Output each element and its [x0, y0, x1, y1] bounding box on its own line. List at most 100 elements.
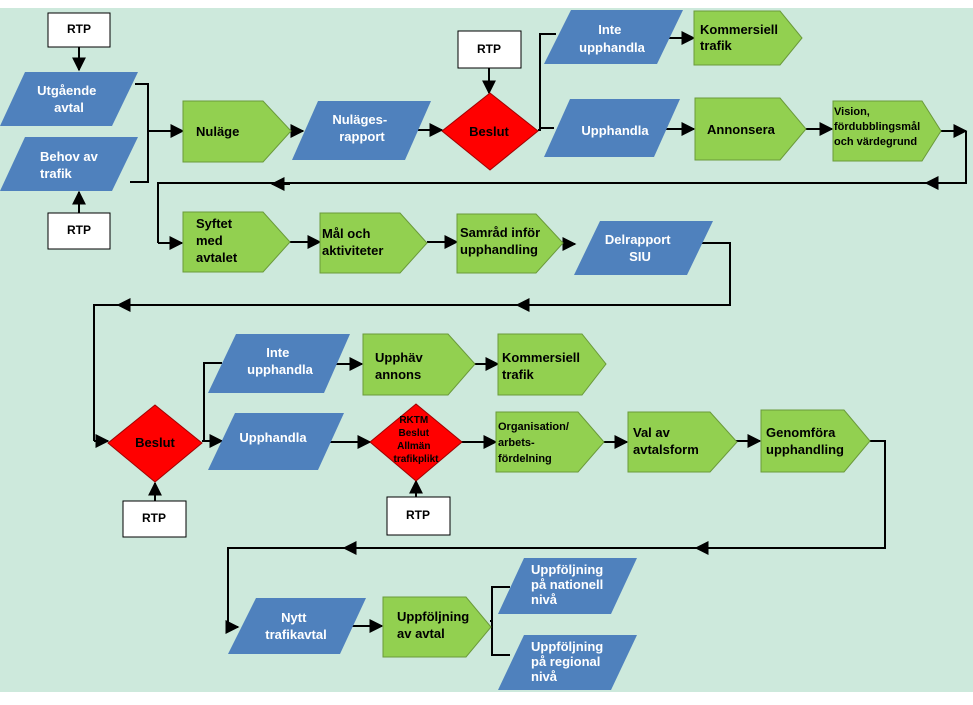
rktm-line2: Beslut — [398, 428, 429, 439]
upphav-line2: annons — [375, 367, 421, 382]
inte-upphandla2-label: Inte upphandla — [247, 344, 313, 377]
syftet-shape — [182, 211, 291, 273]
rtp-label-rktm: RTP — [406, 508, 430, 522]
genomfora-line1: Genomföra — [766, 425, 836, 440]
annonsera-shape — [694, 97, 807, 161]
utgaende-avtal-label: Utgående avtal — [37, 82, 101, 115]
kommersiell1-line2: trafik — [700, 38, 733, 53]
nulage-shape — [182, 100, 292, 163]
nulagesrapport-label: Nuläges- rapport — [332, 111, 391, 144]
mal-line1: Mål och — [322, 226, 370, 241]
nationell-line1: Uppföljning — [531, 562, 603, 577]
beslut2-label: Beslut — [135, 435, 175, 450]
regional-label: Uppföljning på regional nivå — [531, 638, 608, 684]
syftet-line1: Syftet — [196, 216, 233, 231]
inte-upphandla1-label: Inte upphandla — [579, 21, 645, 55]
kommersiell1-shape — [693, 10, 803, 66]
inte-upphandla1-line2: upphandla — [579, 40, 645, 55]
nulagesrapport-line1: Nuläges- — [332, 112, 387, 127]
regional-shape — [498, 635, 637, 690]
nytt-trafikavtal-line2: trafikavtal — [265, 627, 326, 642]
nulagesrapport-line2: rapport — [339, 129, 385, 144]
upphandla2-shape — [208, 413, 344, 470]
upphandla2-label: Upphandla — [239, 430, 307, 445]
samrad-label: Samråd inför upphandling — [460, 224, 545, 257]
rktm-label: RKTM Beslut Allmän trafikplikt — [393, 410, 439, 465]
delrapport-line2: SIU — [629, 249, 651, 264]
vision-line2: fördubblingsmål — [834, 121, 920, 133]
val-line1: Val av — [633, 425, 671, 440]
behov-av-trafik-shape — [0, 137, 138, 191]
behov-av-trafik-line2: trafik — [40, 166, 73, 181]
uppfoljning-avtal-label: Uppföljning av avtal — [397, 608, 474, 641]
utgaende-avtal-shape — [0, 72, 138, 126]
vision-label: Vision, fördubblingsmål och värdegrund — [834, 102, 925, 148]
uppfoljning-avtal-shape — [382, 596, 492, 658]
rtp-box-behov — [47, 212, 111, 250]
behov-av-trafik-line1: Behov av — [40, 149, 99, 164]
kommersiell2-shape — [497, 333, 607, 396]
utgaende-avtal-line1: Utgående — [37, 83, 96, 98]
organisation-line1: Organisation/ — [498, 421, 569, 433]
delrapport-line1: Delrapport — [605, 232, 671, 247]
organisation-shape — [495, 411, 605, 473]
rktm-line4: trafikplikt — [393, 454, 439, 465]
val-line2: avtalsform — [633, 442, 699, 457]
delrapport-shape — [574, 221, 713, 275]
rtp-label-top: RTP — [67, 22, 91, 36]
nationell-shape — [498, 558, 637, 614]
kommersiell2-label: Kommersiell trafik — [502, 349, 585, 382]
uppfoljning-avtal-line1: Uppföljning — [397, 609, 469, 624]
regional-line1: Uppföljning — [531, 639, 603, 654]
organisation-line3: fördelning — [498, 453, 552, 465]
beslut1-diamond — [441, 92, 539, 171]
samrad-line2: upphandling — [460, 242, 538, 257]
upphav-label: Upphäv annons — [375, 349, 427, 382]
syftet-line2: med — [196, 233, 223, 248]
genomfora-label: Genomföra upphandling — [766, 424, 844, 457]
upphav-line1: Upphäv — [375, 350, 423, 365]
connectors — [72, 31, 968, 656]
rktm-line1: RKTM — [399, 415, 428, 426]
inte-upphandla1-line1: Inte — [598, 22, 621, 37]
rtp-label-behov: RTP — [67, 223, 91, 237]
nytt-trafikavtal-label: Nytt trafikavtal — [265, 609, 326, 642]
rtp-label-beslut2: RTP — [142, 511, 166, 525]
mal-label: Mål och aktiviteter — [322, 225, 383, 258]
rtp-label-beslut1: RTP — [477, 42, 501, 56]
mal-shape — [319, 212, 428, 274]
utgaende-avtal-line2: avtal — [54, 100, 84, 115]
organisation-label: Organisation/ arbets- fördelning — [498, 417, 573, 465]
kommersiell1-label: Kommersiell trafik — [700, 21, 783, 53]
genomfora-line2: upphandling — [766, 442, 844, 457]
inte-upphandla1-shape — [544, 10, 683, 64]
samrad-shape — [456, 213, 564, 274]
nulage-label: Nuläge — [196, 124, 239, 139]
inte-upphandla2-shape — [208, 334, 350, 393]
nytt-trafikavtal-line1: Nytt — [281, 610, 307, 625]
rtp-box-beslut2 — [122, 500, 187, 538]
nationell-line2: på nationell — [531, 577, 603, 592]
kommersiell1-line1: Kommersiell — [700, 22, 778, 37]
delrapport-label: Delrapport SIU — [605, 231, 675, 264]
behov-av-trafik-label: Behov av trafik — [40, 148, 102, 181]
nationell-line3: nivå — [531, 592, 558, 607]
uppfoljning-avtal-line2: av avtal — [397, 626, 445, 641]
mal-line2: aktiviteter — [322, 243, 383, 258]
upphandla1-shape — [544, 99, 680, 157]
nytt-trafikavtal-shape — [228, 598, 366, 654]
beslut2-diamond — [107, 404, 203, 483]
organisation-line2: arbets- — [498, 437, 535, 449]
inte-upphandla2-line2: upphandla — [247, 362, 313, 377]
kommersiell2-line2: trafik — [502, 367, 535, 382]
rtp-box-top — [47, 12, 111, 48]
syftet-label: Syftet med avtalet — [196, 215, 238, 265]
rktm-diamond — [369, 403, 463, 482]
inte-upphandla2-line1: Inte — [266, 345, 289, 360]
val-label: Val av avtalsform — [633, 424, 699, 457]
annonsera-label: Annonsera — [707, 122, 776, 137]
val-shape — [627, 411, 738, 473]
syftet-line3: avtalet — [196, 250, 238, 265]
